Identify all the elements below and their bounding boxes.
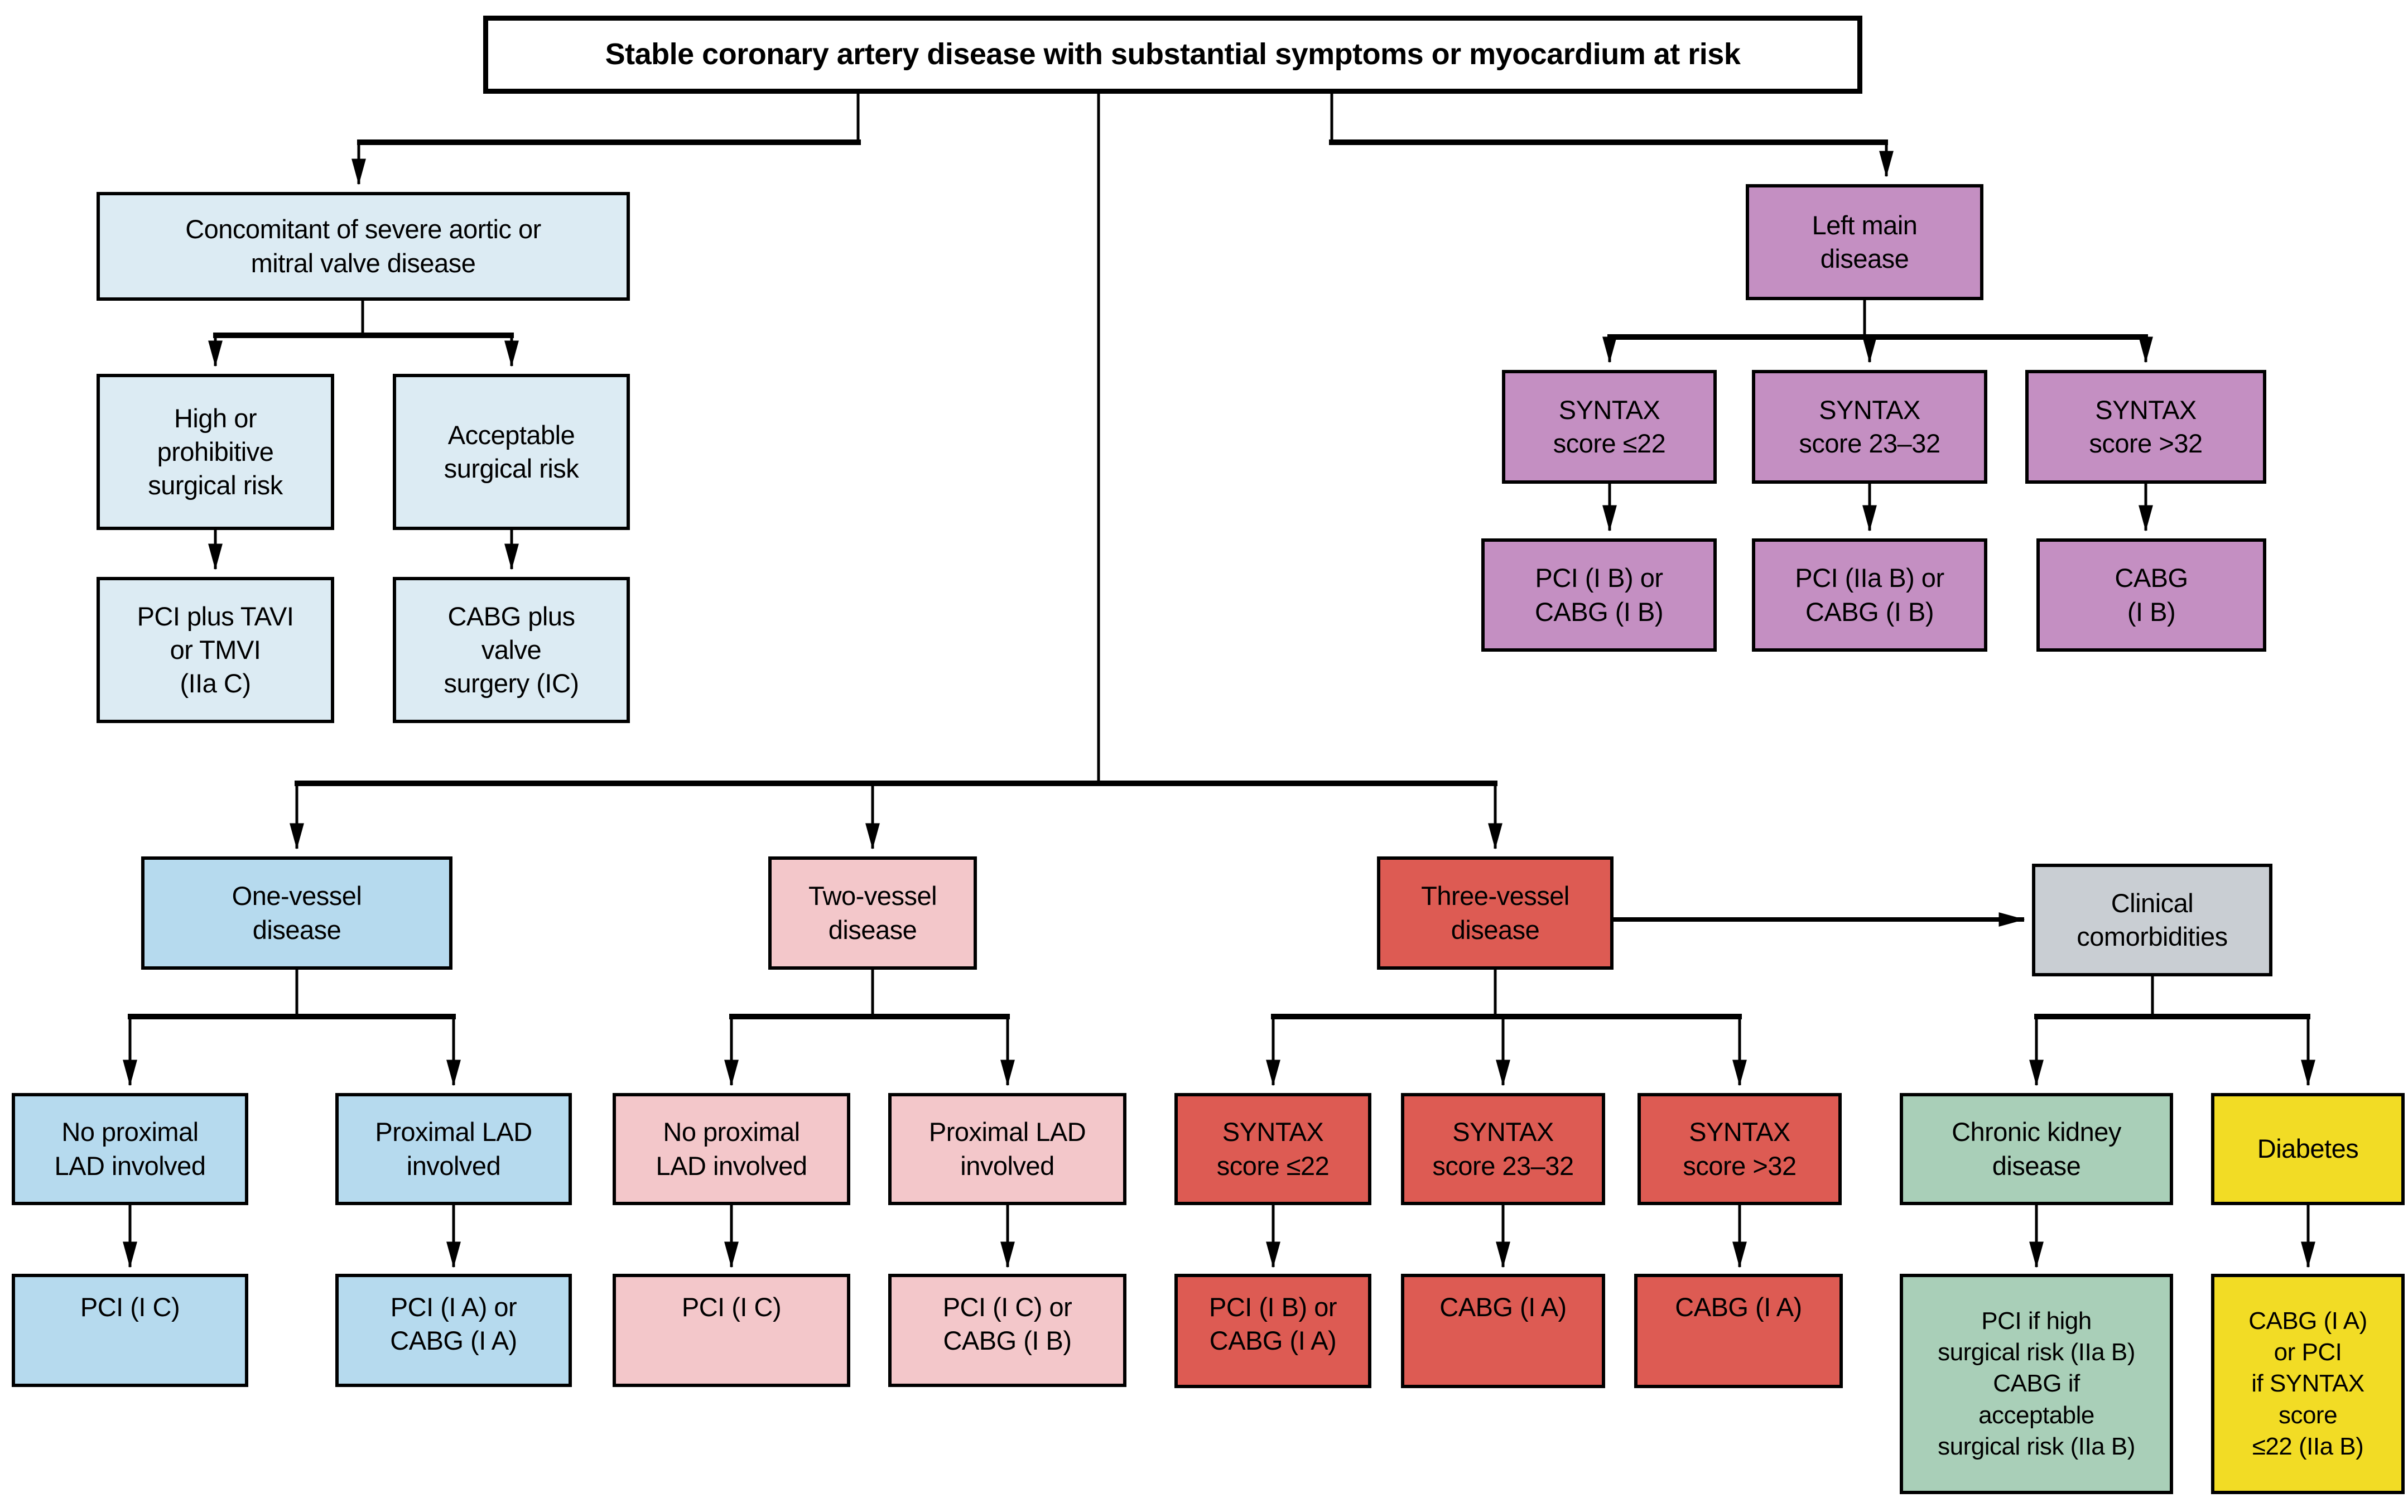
node-diabetes: Diabetes: [2211, 1093, 2405, 1205]
node-high-prohibitive-surgical-risk: High or prohibitive surgical risk: [97, 374, 334, 530]
node-ov-pci-ic: PCI (I C): [12, 1274, 248, 1387]
node-root-condition: Stable coronary artery disease with subs…: [483, 16, 1862, 94]
node-lm-cabg-ib: CABG (I B): [2036, 538, 2266, 652]
node-lm-syntax-gt32: SYNTAX score >32: [2025, 370, 2266, 484]
node-pci-plus-tavi-tmvi: PCI plus TAVI or TMVI (IIa C): [97, 577, 334, 723]
node-concomitant-valve-disease: Concomitant of severe aortic or mitral v…: [97, 192, 630, 301]
node-lm-pci-ib-or-cabg-ib: PCI (I B) or CABG (I B): [1481, 538, 1717, 652]
node-tv3-pci-ib-or-cabg-ia: PCI (I B) or CABG (I A): [1174, 1274, 1371, 1388]
node-ckd-outcome: PCI if high surgical risk (IIa B) CABG i…: [1900, 1274, 2173, 1494]
node-lm-syntax-le22: SYNTAX score ≤22: [1502, 370, 1717, 484]
node-lm-syntax-23-32: SYNTAX score 23–32: [1752, 370, 1987, 484]
node-tv3-syntax-gt32: SYNTAX score >32: [1638, 1093, 1842, 1205]
node-diabetes-outcome: CABG (I A) or PCI if SYNTAX score ≤22 (I…: [2211, 1274, 2405, 1494]
node-ov-no-proximal-lad: No proximal LAD involved: [12, 1093, 248, 1205]
node-acceptable-surgical-risk: Acceptable surgical risk: [393, 374, 630, 530]
node-cabg-plus-valve-surgery: CABG plus valve surgery (IC): [393, 577, 630, 723]
node-chronic-kidney-disease: Chronic kidney disease: [1900, 1093, 2173, 1205]
node-tv2-no-proximal-lad: No proximal LAD involved: [613, 1093, 850, 1205]
node-tv2-pci-ic: PCI (I C): [613, 1274, 850, 1387]
node-tv3-cabg-ia-high-syntax: CABG (I A): [1634, 1274, 1843, 1388]
node-tv2-proximal-lad: Proximal LAD involved: [888, 1093, 1126, 1205]
node-ov-pci-ia-or-cabg-ia: PCI (I A) or CABG (I A): [335, 1274, 572, 1387]
node-tv3-cabg-ia-mid-syntax: CABG (I A): [1401, 1274, 1605, 1388]
node-left-main-disease: Left main disease: [1746, 184, 1983, 300]
node-two-vessel-disease: Two-vessel disease: [768, 856, 977, 970]
node-three-vessel-disease: Three-vessel disease: [1377, 856, 1614, 970]
node-one-vessel-disease: One-vessel disease: [141, 856, 452, 970]
node-tv2-pci-ic-or-cabg-ib: PCI (I C) or CABG (I B): [888, 1274, 1126, 1387]
node-ov-proximal-lad: Proximal LAD involved: [335, 1093, 572, 1205]
node-lm-pci-iiab-or-cabg-ib: PCI (IIa B) or CABG (I B): [1752, 538, 1987, 652]
node-clinical-comorbidities: Clinical comorbidities: [2032, 864, 2272, 976]
node-tv3-syntax-23-32: SYNTAX score 23–32: [1401, 1093, 1605, 1205]
node-tv3-syntax-le22: SYNTAX score ≤22: [1174, 1093, 1371, 1205]
